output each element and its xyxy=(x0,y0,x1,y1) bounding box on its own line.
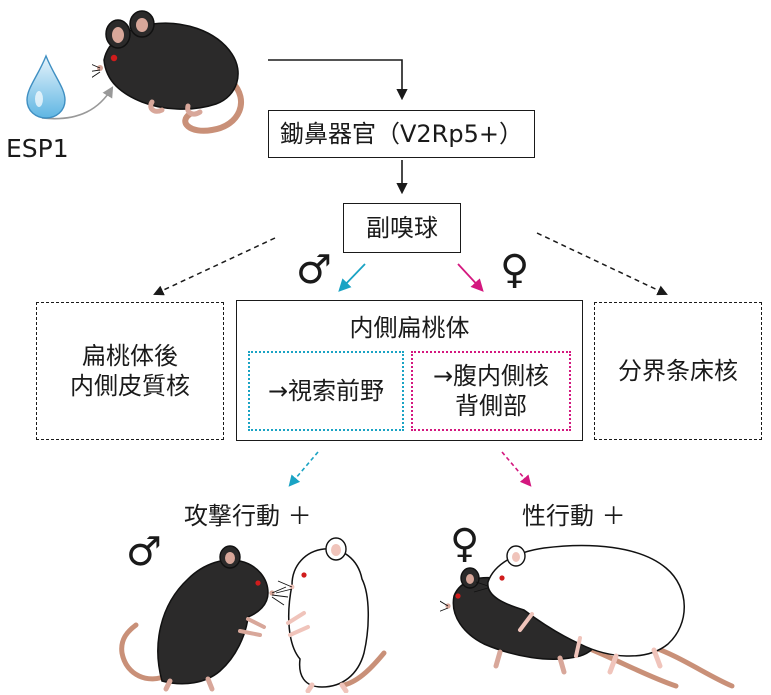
mating-mice-icon xyxy=(440,544,735,689)
arrow-female-to-mea xyxy=(457,263,484,292)
arrow-mpoa-to-aggression xyxy=(288,451,319,487)
female-symbol: ♀ xyxy=(500,247,530,293)
arrow-esp1-to-mouse xyxy=(41,86,114,120)
arrow-mouse-to-vno xyxy=(268,59,408,101)
female-symbol-bottom: ♀ xyxy=(450,521,480,567)
droplet-icon xyxy=(26,54,66,119)
arrow-vmh-to-sex xyxy=(501,451,532,487)
node-medial-amygdala: 内側扁桃体 →視索前野 →腹内側核 背側部 xyxy=(236,300,583,441)
male-symbol-bottom: ♂ xyxy=(126,529,162,575)
node-mpoa-projection: →視索前野 xyxy=(248,351,404,431)
vmh-line-2: 背側部 xyxy=(455,392,527,420)
male-symbol: ♂ xyxy=(296,247,332,293)
vmh-line-1: →腹内側核 xyxy=(432,362,550,390)
sexual-behavior-label: 性行動 ＋ xyxy=(522,502,626,530)
aggression-behavior-label: 攻撃行動 ＋ xyxy=(184,502,312,530)
esp1-label: ESP1 xyxy=(6,134,69,163)
medial-amygdala-title: 内側扁桃体 xyxy=(349,314,470,342)
node-vmh-projection: →腹内側核 背側部 xyxy=(411,351,571,431)
node-bed-nucleus-stria-terminalis: 分界条床核 xyxy=(594,302,762,440)
node-posteromedial-cortical-amygdala: 扁桃体後 内側皮質核 xyxy=(36,302,224,440)
fighting-mice-icon xyxy=(119,537,387,693)
arrow-aob-to-pmco xyxy=(153,237,276,296)
pmco-line-2: 内側皮質核 xyxy=(70,372,190,400)
pmco-line-1: 扁桃体後 xyxy=(82,342,178,370)
arrow-aob-to-bnst xyxy=(536,232,668,296)
node-vomeronasal-organ: 鋤鼻器官（V2Rp5+） xyxy=(268,110,535,158)
arrow-male-to-mea xyxy=(338,263,366,292)
black-mouse-icon xyxy=(92,10,244,134)
node-accessory-olfactory-bulb: 副嗅球 xyxy=(343,203,461,253)
